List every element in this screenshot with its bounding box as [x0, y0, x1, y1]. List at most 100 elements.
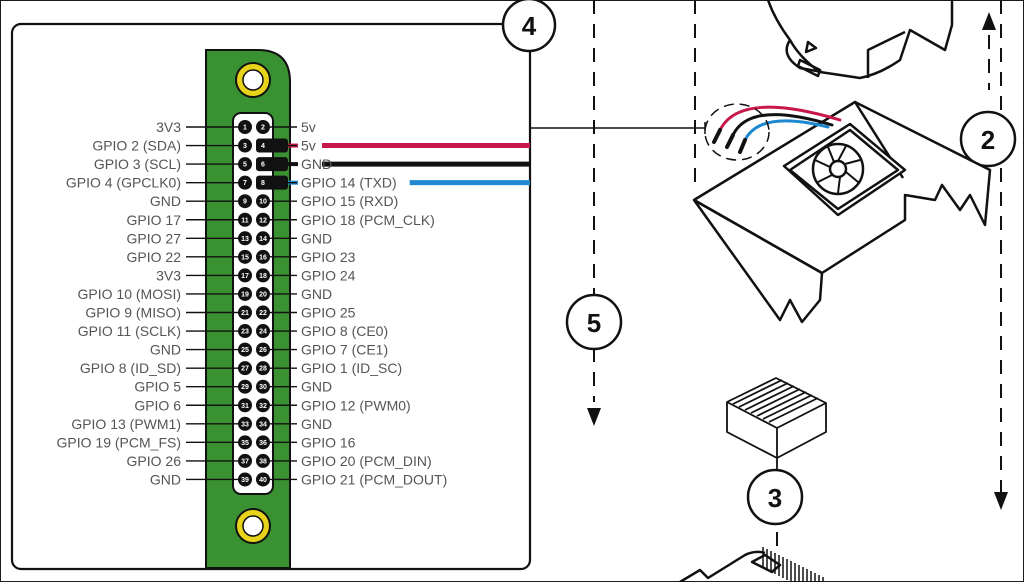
pin-label-right: GPIO 14 (TXD): [301, 175, 397, 191]
pin-dot: [238, 342, 252, 357]
pin-dot: [238, 175, 252, 190]
wire-connector: [256, 157, 288, 172]
pin-label-left: GPIO 8 (ID_SD): [80, 360, 181, 376]
pin-label-right: 5v: [301, 138, 316, 154]
pin-dot: [256, 120, 270, 134]
pin-dot: [238, 120, 252, 134]
pin-row: GPIO 17 GPIO 18 (PCM_CLK) 11 12: [127, 212, 435, 228]
pin-dot: [256, 305, 270, 320]
pin-label-right: GPIO 7 (CE1): [301, 342, 388, 358]
pin-number: 36: [259, 440, 267, 447]
pin-number: 40: [259, 477, 267, 484]
pin-number: 1: [243, 125, 247, 132]
pin-number: 7: [243, 180, 247, 187]
pin-number: 4: [261, 143, 265, 150]
pin-number: 35: [241, 440, 249, 447]
pin-dot: [238, 231, 252, 246]
pin-number: 37: [241, 458, 249, 465]
raspberry-pi-board-partial: [679, 547, 824, 582]
pin-number: 12: [259, 217, 267, 224]
pin-label-right: GPIO 20 (PCM_DIN): [301, 453, 432, 469]
pin-number: 38: [259, 458, 267, 465]
pin-number: 33: [241, 421, 249, 428]
pin-label-left: GPIO 4 (GPCLK0): [66, 175, 181, 191]
pin-dot: [256, 268, 270, 283]
pin-number: 5: [243, 162, 247, 169]
pin-number: 28: [259, 366, 267, 373]
callout-3: 3: [746, 468, 804, 546]
pin-label-left: GPIO 6: [134, 397, 181, 413]
fan-wire-red: [718, 105, 842, 132]
pin-row: GPIO 19 (PCM_FS) GPIO 16 35 36: [57, 434, 356, 450]
pin-label-right: 5v: [301, 119, 316, 135]
pin-number: 21: [241, 310, 249, 317]
pin-label-left: GPIO 2 (SDA): [92, 138, 181, 154]
pin-dot: [256, 231, 270, 246]
callout-5: 5: [565, 293, 623, 351]
pin-label-left: GPIO 3 (SCL): [94, 156, 181, 172]
pin-number: 39: [241, 477, 249, 484]
mount-hole-bottom: [235, 508, 271, 544]
pin-label-left: GND: [150, 342, 181, 358]
pin-label-left: GPIO 9 (MISO): [85, 305, 181, 321]
pin-number: 13: [241, 236, 249, 243]
pin-row: GPIO 9 (MISO) GPIO 25 21 22: [85, 305, 355, 321]
pin-label-left: 3V3: [156, 267, 181, 283]
callout-2: 2: [959, 110, 1017, 168]
guide-lines: [593, 0, 1002, 495]
pin-dot: [256, 453, 270, 468]
pin-label-right: GPIO 25: [301, 305, 356, 321]
pin-dot: [256, 249, 270, 264]
pin-dot: [238, 138, 252, 153]
pin-dot: [238, 157, 252, 172]
pin-number: 32: [259, 403, 267, 410]
pin-number: 17: [241, 273, 249, 280]
pin-label-left: GPIO 17: [127, 212, 182, 228]
pin-label-left: GPIO 22: [127, 249, 182, 265]
fan-wire-black: [731, 113, 834, 137]
pin-label-right: GPIO 16: [301, 434, 356, 450]
pin-number: 24: [259, 329, 267, 336]
mount-hole-top: [235, 62, 271, 98]
pin-number: 16: [259, 254, 267, 261]
pin-dot: [238, 379, 252, 394]
pin-label-left: GPIO 13 (PWM1): [71, 416, 181, 432]
pin-number: 15: [241, 254, 249, 261]
pin-label-right: GPIO 8 (CE0): [301, 323, 388, 339]
wire-connector: [256, 138, 288, 153]
pin-number: 22: [259, 310, 267, 317]
pin-number: 6: [261, 162, 265, 169]
callout-4-label: 4: [522, 11, 537, 41]
wire-connector-highlight: [704, 103, 770, 161]
pin-label-left: 3V3: [156, 119, 181, 135]
callout-5-label: 5: [587, 308, 601, 338]
pin-dot: [256, 212, 270, 227]
pin-number: 11: [241, 217, 249, 224]
pin-dot: [256, 361, 270, 376]
pin-number: 8: [261, 180, 265, 187]
pin-dot: [256, 398, 270, 413]
pin-label-left: GPIO 19 (PCM_FS): [57, 434, 181, 450]
pin-dot: [238, 286, 252, 301]
pin-label-right: GPIO 12 (PWM0): [301, 397, 411, 413]
pin-label-right: GPIO 18 (PCM_CLK): [301, 212, 435, 228]
pin-dot: [256, 342, 270, 357]
callout-4: 4: [501, 0, 706, 134]
fan-case-illustration: [692, 100, 992, 324]
pin-number: 9: [243, 199, 247, 206]
pin-label-right: GND: [301, 379, 332, 395]
pin-label-right: GPIO 24: [301, 267, 356, 283]
wire-connector: [256, 175, 288, 190]
pin-number: 10: [259, 199, 267, 206]
pin-label-left: GPIO 5: [134, 379, 181, 395]
pin-label-left: GND: [150, 193, 181, 209]
